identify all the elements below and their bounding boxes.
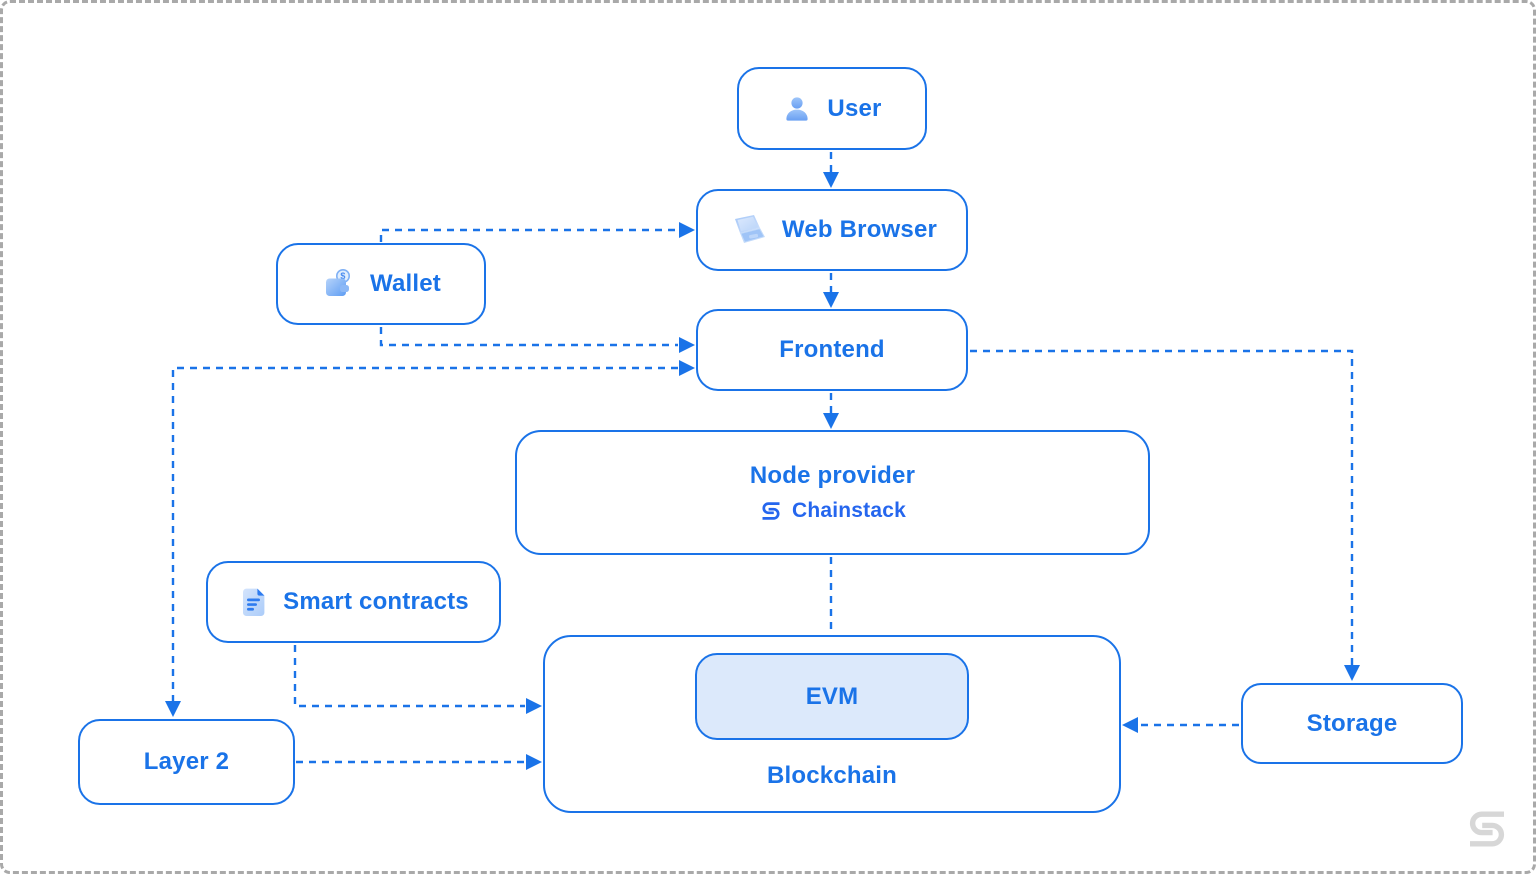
wallet-icon: $ bbox=[321, 267, 355, 301]
arrow-right-webbrowser bbox=[679, 222, 695, 238]
arrow-left-blockchain bbox=[1122, 717, 1138, 733]
svg-text:$: $ bbox=[340, 271, 345, 281]
node-evm: EVM bbox=[695, 653, 969, 740]
node-layer-2: Layer 2 bbox=[78, 719, 295, 805]
chainstack-logo-icon bbox=[759, 499, 783, 523]
arrow-down-webbrowser bbox=[823, 172, 839, 188]
arrow-right-frontend-top bbox=[679, 337, 695, 353]
arrow-right-blockchain-top bbox=[526, 698, 542, 714]
arrow-right-frontend-bottom bbox=[679, 360, 695, 376]
node-frontend-label: Frontend bbox=[779, 336, 885, 363]
edge-wallet-frontend bbox=[379, 327, 678, 347]
node-user-label: User bbox=[827, 94, 882, 122]
node-web-browser: Web Browser bbox=[696, 189, 968, 271]
arrow-right-blockchain-bottom bbox=[526, 754, 542, 770]
arrow-down-nodeprovider bbox=[823, 413, 839, 429]
arrow-down-layer2 bbox=[165, 701, 181, 717]
node-web-browser-label: Web Browser bbox=[781, 216, 938, 243]
node-frontend: Frontend bbox=[696, 309, 968, 391]
node-storage: Storage bbox=[1241, 683, 1463, 764]
node-wallet-label: Wallet bbox=[370, 270, 441, 297]
edge-wallet-webbrowser bbox=[379, 228, 678, 242]
node-layer-2-label: Layer 2 bbox=[143, 748, 230, 775]
node-evm-label: EVM bbox=[805, 682, 859, 710]
arrow-down-storage bbox=[1344, 665, 1360, 681]
node-smart-contracts-label: Smart contracts bbox=[283, 588, 469, 615]
chainstack-brand: Chainstack bbox=[759, 499, 906, 523]
user-icon bbox=[782, 94, 812, 124]
node-storage-label: Storage bbox=[1306, 709, 1398, 737]
edge-smartcontracts-blockchain bbox=[293, 645, 525, 708]
node-user: User bbox=[737, 67, 927, 150]
document-icon bbox=[238, 585, 268, 619]
node-blockchain-label: Blockchain bbox=[766, 762, 898, 789]
node-node-provider-label: Node provider bbox=[749, 462, 916, 489]
chainstack-watermark-icon bbox=[1463, 805, 1511, 853]
chainstack-brand-name: Chainstack bbox=[791, 499, 907, 522]
node-smart-contracts: Smart contracts bbox=[206, 561, 501, 643]
arrow-down-frontend bbox=[823, 292, 839, 308]
node-blockchain: EVM Blockchain bbox=[543, 635, 1121, 813]
node-node-provider: Node provider Chainstack bbox=[515, 430, 1150, 555]
node-wallet: $ Wallet bbox=[276, 243, 486, 325]
laptop-icon bbox=[727, 212, 767, 248]
